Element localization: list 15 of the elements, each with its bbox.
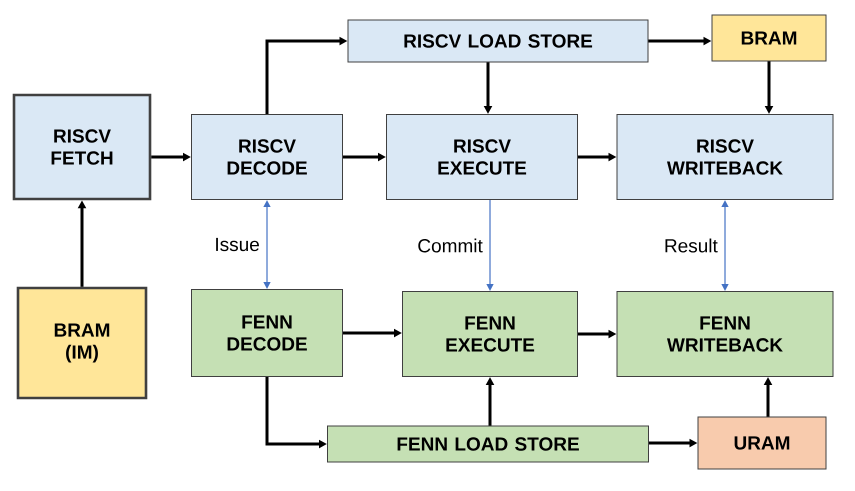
- process-box: RISCV LOAD STORE: [348, 20, 648, 62]
- memory-box: BRAM (IM): [16, 286, 148, 400]
- process-box: RISCV FETCH: [12, 94, 152, 200]
- memory-box: BRAM: [712, 14, 826, 62]
- edge-label: Result: [666, 238, 718, 252]
- process-box: FENN EXECUTE: [402, 291, 578, 377]
- process-box: RISCV DECODE: [191, 114, 343, 200]
- process-box: FENN LOAD STORE: [327, 426, 649, 462]
- edge-label: Commit: [418, 238, 483, 252]
- process-box: FENN DECODE: [191, 289, 343, 377]
- process-box: RISCV WRITEBACK: [616, 114, 834, 200]
- edge-label: Issue: [216, 238, 259, 252]
- process-box: FENN WRITEBACK: [616, 291, 834, 377]
- memory-box: URAM: [698, 416, 826, 470]
- process-box: RISCV EXECUTE: [386, 114, 578, 200]
